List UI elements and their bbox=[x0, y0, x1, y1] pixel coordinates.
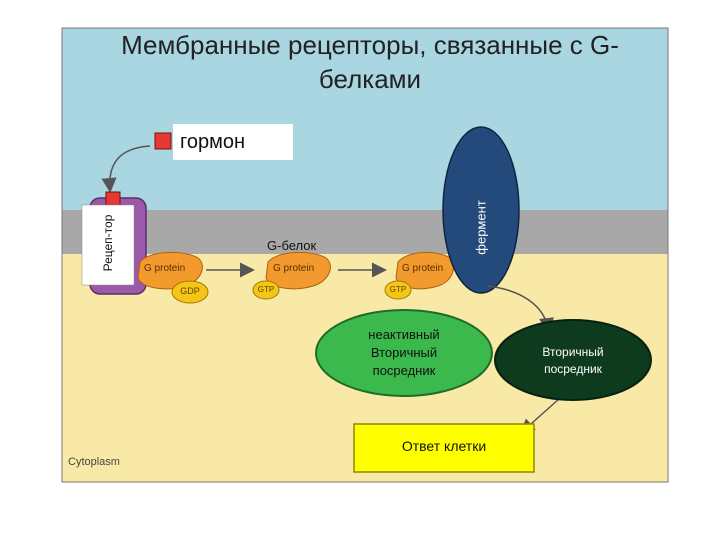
g-protein-label-2: G protein bbox=[273, 263, 315, 274]
g-protein-label-3: G protein bbox=[402, 263, 444, 274]
title-backdrop bbox=[62, 28, 668, 96]
enzyme-label: фермент bbox=[473, 200, 489, 255]
g-protein-active bbox=[252, 251, 331, 300]
receptor-label-box bbox=[81, 204, 135, 286]
cell-response-label: Ответ клетки bbox=[401, 438, 487, 454]
gdp-label: GDP bbox=[180, 286, 200, 296]
cytoplasm-label: Cytoplasm bbox=[68, 456, 120, 468]
diagram-frame bbox=[61, 27, 669, 483]
inactive-messenger-label: неактивный Вторичный посредник bbox=[368, 327, 440, 378]
g-protein-label-1: G protein bbox=[144, 263, 186, 274]
second-messenger-ellipse bbox=[494, 319, 652, 401]
inactive-messenger-ellipse bbox=[315, 309, 493, 397]
g-protein-ru-label: G-белок bbox=[267, 238, 317, 253]
cell-response-box bbox=[353, 423, 535, 473]
hormone-label-box bbox=[173, 124, 293, 160]
hormone-arrow bbox=[101, 145, 151, 193]
membrane-band bbox=[62, 210, 668, 254]
receptor-label: Рецеп-тор bbox=[101, 214, 115, 272]
gtp-label-2: GTP bbox=[389, 285, 407, 294]
g-protein-inactive bbox=[137, 251, 209, 304]
hormone-square-icon bbox=[154, 132, 172, 150]
slide-title: Мембранные рецепторы, связанные с G-белк… bbox=[121, 30, 619, 94]
hormone-label: гормон bbox=[180, 131, 246, 153]
enzyme-protein bbox=[442, 126, 520, 294]
gtp-label-1: GTP bbox=[257, 285, 275, 294]
second-messenger-label: Вторичный посредник bbox=[542, 345, 604, 376]
g-protein-bound bbox=[384, 252, 454, 300]
